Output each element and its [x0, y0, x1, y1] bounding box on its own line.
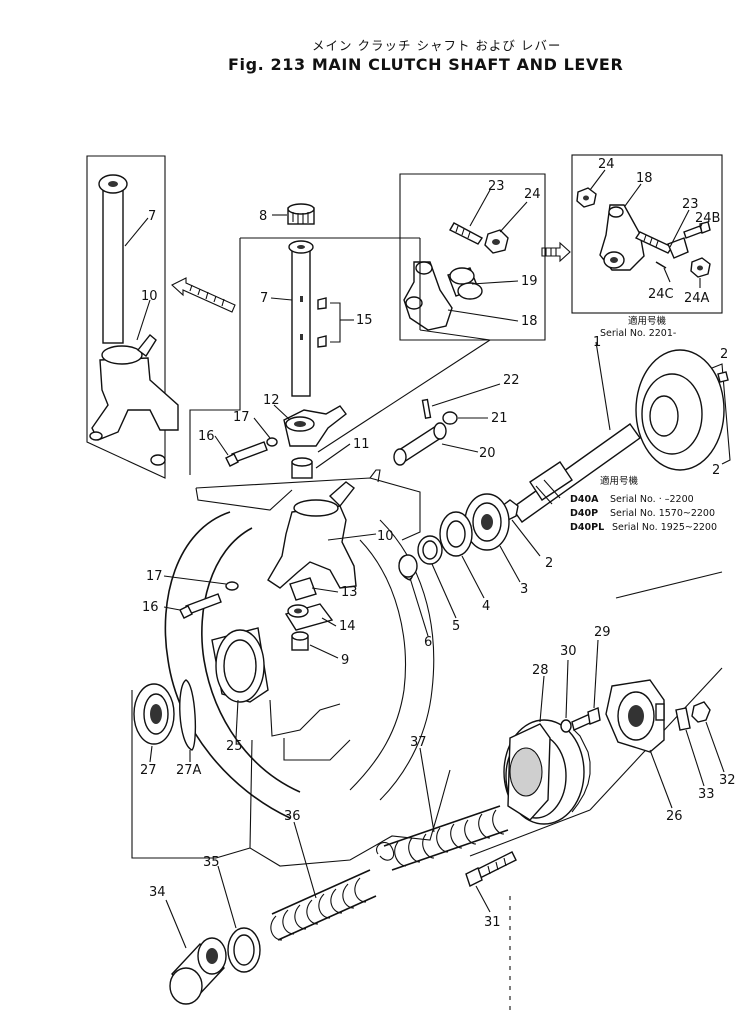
callout-2-right-top: 2	[720, 347, 728, 362]
serial-row-3-serial: Serial No. 1925~2200	[612, 522, 717, 533]
callout-4: 4	[482, 599, 490, 614]
callout-24-right: 24	[598, 157, 615, 172]
clutch-gear-28	[503, 719, 591, 825]
callout-15: 15	[356, 313, 373, 328]
callout-24C: 24C	[648, 287, 674, 302]
serial-row-1-serial: Serial No. · –2200	[610, 494, 694, 505]
callout-30: 30	[560, 644, 577, 659]
dashed-arrow	[541, 241, 571, 263]
callout-22: 22	[503, 373, 520, 388]
callout-19: 19	[521, 274, 538, 289]
bolt-31	[465, 851, 517, 887]
callout-12: 12	[263, 393, 280, 408]
callout-27: 27	[140, 763, 157, 778]
title-japanese: メイン クラッチ シャフト および レバー	[312, 38, 561, 53]
callout-21: 21	[491, 411, 508, 426]
callout-27A: 27A	[176, 763, 202, 778]
callout-2-right-bottom: 2	[712, 463, 720, 478]
bearing-stack	[398, 493, 519, 581]
title-english: Fig. 213 MAIN CLUTCH SHAFT AND LEVER	[228, 55, 623, 74]
bolt-2-right	[711, 363, 731, 465]
callout-23-mid: 23	[488, 179, 505, 194]
callout-24-mid: 24	[524, 187, 541, 202]
callout-8: 8	[259, 209, 267, 224]
callout-26: 26	[666, 809, 683, 824]
keys-15	[317, 297, 327, 348]
right-inset	[571, 154, 723, 314]
pin-22-shaft-20	[393, 398, 458, 466]
serial-row-1-model: D40A	[570, 494, 599, 505]
shaft-7	[288, 240, 314, 397]
serial-row-2-model: D40P	[570, 508, 598, 519]
callout-5: 5	[452, 619, 460, 634]
callout-35: 35	[203, 855, 220, 870]
callout-11: 11	[353, 437, 370, 452]
callout-31: 31	[484, 915, 501, 930]
callout-6: 6	[424, 635, 432, 650]
callout-25: 25	[226, 739, 243, 754]
callout-14: 14	[339, 619, 356, 634]
callout-13: 13	[341, 585, 358, 600]
callout-10-center: 10	[377, 529, 394, 544]
needle-bearing-8	[287, 203, 315, 225]
spring-37	[376, 805, 509, 871]
callout-7-inset: 7	[148, 209, 156, 224]
serial-row-2-serial: Serial No. 1570~2200	[610, 508, 715, 519]
ring-35	[227, 927, 261, 973]
callout-1: 1	[593, 335, 601, 350]
bearing-27-group	[133, 627, 269, 751]
lever-12	[283, 405, 347, 447]
callout-17-upper: 17	[233, 410, 250, 425]
transmission-housing	[164, 469, 451, 867]
callout-18-mid: 18	[521, 314, 538, 329]
callout-37: 37	[410, 735, 427, 750]
serial-table: D40A Serial No. · –2200 D40P Serial No. …	[570, 494, 717, 533]
callout-17-lower: 17	[146, 569, 163, 584]
lever-10-center	[267, 481, 357, 589]
callout-24B: 24B	[695, 211, 720, 226]
washer-bolt-29-30	[560, 707, 601, 733]
link-13-14-9	[284, 577, 334, 651]
flange-26	[605, 679, 711, 753]
callout-2-nut: 2	[545, 556, 553, 571]
right-inset-label-jp: 適用号機	[628, 315, 667, 327]
middle-inset	[399, 173, 546, 341]
center-inset	[189, 237, 491, 475]
callout-29: 29	[594, 625, 611, 640]
right-inset-serial: Serial No. 2201-	[600, 328, 676, 339]
callout-9: 9	[341, 653, 349, 668]
callout-16-lower: 16	[142, 600, 159, 615]
sleeve-11	[291, 457, 313, 479]
bolt-16-upper	[225, 437, 278, 467]
callout-23-right: 23	[682, 197, 699, 212]
callout-7-center: 7	[260, 291, 268, 306]
callout-32: 32	[719, 773, 736, 788]
callout-18-right: 18	[636, 171, 653, 186]
bolt-16-lower	[179, 581, 239, 619]
callout-34: 34	[149, 885, 166, 900]
spring-36	[270, 869, 377, 941]
callout-33: 33	[698, 787, 715, 802]
callout-28: 28	[532, 663, 549, 678]
serial-table-label: 適用号機	[600, 475, 639, 487]
callout-10-inset: 10	[141, 289, 158, 304]
callout-24A: 24A	[684, 291, 710, 306]
callout-16-upper: 16	[198, 429, 215, 444]
cap-34	[169, 937, 227, 1005]
left-inset	[86, 155, 236, 479]
callout-3: 3	[520, 582, 528, 597]
callout-36: 36	[284, 809, 301, 824]
callout-20: 20	[479, 446, 496, 461]
shaft-1	[511, 349, 725, 523]
serial-row-3-model: D40PL	[570, 522, 604, 533]
